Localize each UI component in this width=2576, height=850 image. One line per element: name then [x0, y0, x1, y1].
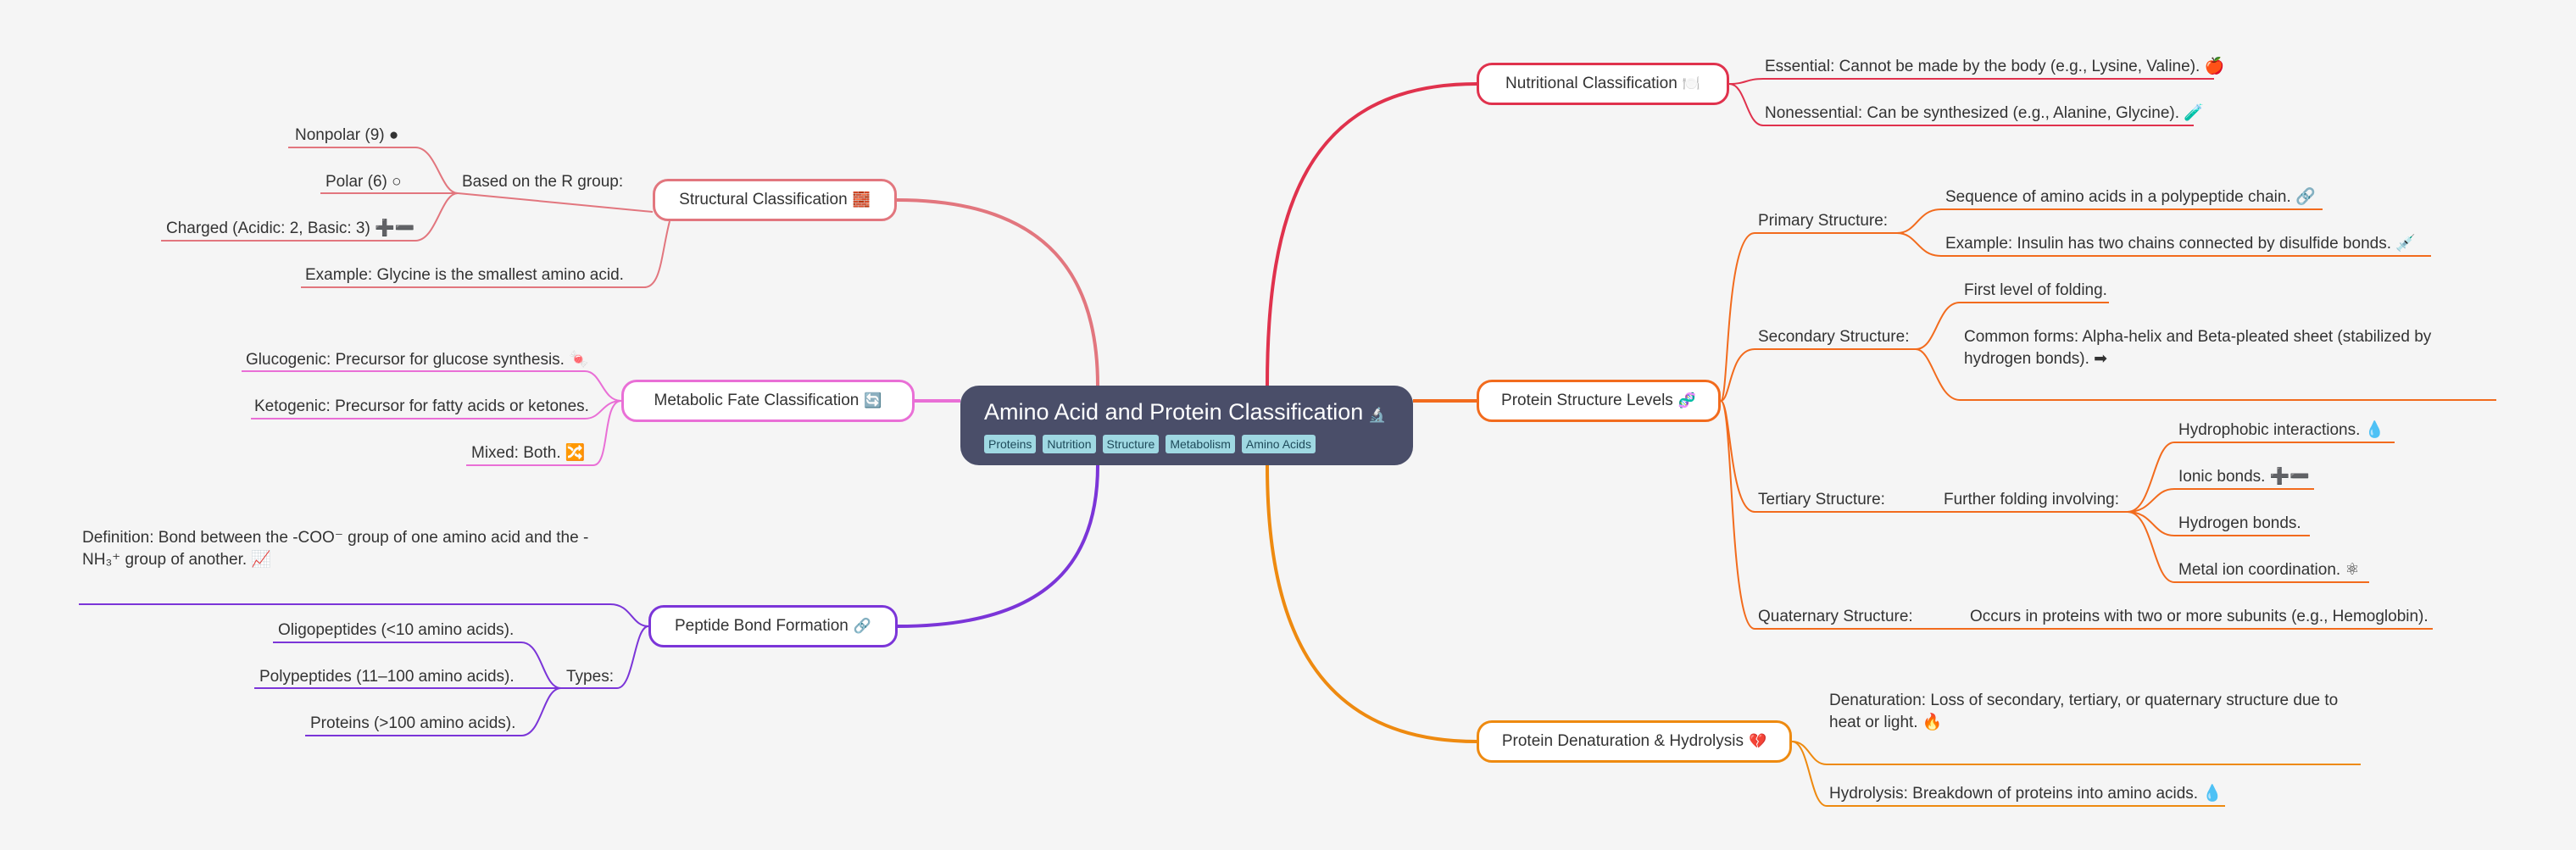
ketogenic-item: Ketogenic: Precursor for fatty acids or … — [254, 397, 589, 415]
nonessential-item: Nonessential: Can be synthesized (e.g., … — [1765, 104, 2204, 122]
link-secondary — [1720, 348, 1916, 402]
glucogenic-item: Glucogenic: Precursor for glucose synthe… — [246, 351, 589, 369]
proteins-item: Proteins (>100 amino acids). — [310, 714, 516, 732]
link-ionic — [2127, 488, 2314, 513]
tag[interactable]: Nutrition — [1043, 435, 1096, 453]
tag[interactable]: Structure — [1102, 435, 1160, 453]
oligopeptides-item: Oligopeptides (<10 amino acids). — [278, 621, 515, 639]
secondary-first-fold-item: First level of folding. — [1964, 281, 2107, 299]
peptide-bond-node[interactable]: Peptide Bond Formation 🔗 — [648, 605, 898, 647]
branch-line-denaturation — [1266, 464, 1477, 743]
hydrogen-bonds-item: Hydrogen bonds. — [2178, 514, 2301, 532]
broken-heart-icon: 💔 — [1748, 733, 1767, 750]
node-label: Peptide Bond Formation — [674, 617, 848, 635]
peptide-definition: Definition: Bond between the -COO⁻ group… — [82, 529, 589, 569]
node-label: Protein Denaturation & Hydrolysis — [1501, 732, 1744, 750]
link-primary-sequence — [1896, 208, 2323, 234]
quaternary-item: Occurs in proteins with two or more subu… — [1970, 608, 2429, 625]
r-group-nonpolar: Nonpolar (9) ● — [295, 126, 399, 144]
polypeptides-item: Polypeptides (11–100 amino acids). — [259, 668, 515, 686]
ionic-bonds-item: Ionic bonds. ➕➖ — [2178, 468, 2311, 486]
nutritional-classification-node[interactable]: Nutritional Classification 🍽️ — [1477, 63, 1729, 105]
primary-structure-label: Primary Structure: — [1758, 212, 1889, 230]
primary-sequence-item: Sequence of amino acids in a polypeptide… — [1945, 188, 2316, 206]
branch-line-peptide — [897, 464, 1099, 628]
node-label: Structural Classification — [679, 191, 848, 208]
structural-example: Example: Glycine is the smallest amino a… — [305, 266, 624, 284]
tertiary-sub-label: Further folding involving: — [1944, 491, 2119, 508]
peptide-types-label: Types: — [566, 668, 614, 686]
link-r-group — [415, 192, 654, 213]
branch-line-nutritional — [1266, 82, 1477, 386]
denaturation-hydrolysis-node[interactable]: Protein Denaturation & Hydrolysis💔 — [1477, 720, 1792, 763]
hydrophobic-item: Hydrophobic interactions. 💧 — [2178, 421, 2385, 439]
link-primary — [1720, 232, 1897, 402]
primary-example-item: Example: Insulin has two chains connecte… — [1945, 235, 2416, 253]
denaturation-item: Denaturation: Loss of secondary, tertiar… — [1829, 692, 2339, 731]
microscope-icon: 🔬 — [1368, 407, 1387, 424]
node-label: Metabolic Fate Classification — [654, 392, 860, 409]
tertiary-structure-label: Tertiary Structure: — [1758, 491, 1885, 508]
link-essential — [1728, 78, 2214, 85]
secondary-structure-label: Secondary Structure: — [1758, 328, 1910, 346]
essential-item: Essential: Cannot be made by the body (e… — [1765, 58, 2225, 75]
metal-ion-item: Metal ion coordination. ⚛ — [2178, 561, 2360, 579]
r-group-charged: Charged (Acidic: 2, Basic: 3) ➕➖ — [166, 219, 415, 237]
central-topic-title: Amino Acid and Protein Classification🔬 — [984, 399, 1387, 425]
node-label: Nutritional Classification — [1505, 75, 1677, 92]
structural-classification-node[interactable]: Structural Classification🧱 — [653, 179, 897, 221]
tag[interactable]: Metabolism — [1166, 435, 1235, 453]
hydrolysis-item: Hydrolysis: Breakdown of proteins into a… — [1829, 785, 2223, 803]
r-group-polar: Polar (6) ○ — [325, 173, 402, 191]
tag-list: Proteins Nutrition Structure Metabolism … — [984, 435, 1413, 453]
link-denaturation — [1791, 741, 2361, 765]
tag[interactable]: Amino Acids — [1241, 435, 1316, 453]
brick-icon: 🧱 — [852, 192, 871, 208]
plate-icon: 🍽️ — [1682, 75, 1700, 92]
tag[interactable]: Proteins — [984, 435, 1037, 453]
protein-structure-levels-node[interactable]: Protein Structure Levels🧬 — [1477, 380, 1721, 422]
central-topic[interactable]: Amino Acid and Protein Classification🔬 P… — [960, 386, 1413, 465]
mixed-item: Mixed: Both. 🔀 — [471, 444, 586, 462]
branch-line-structural — [896, 198, 1099, 386]
quaternary-structure-label: Quaternary Structure: — [1758, 608, 1913, 625]
arrows-cycle-icon: 🔄 — [864, 392, 882, 409]
secondary-common-forms-item: Common forms: Alpha-helix and Beta-pleat… — [1964, 328, 2432, 368]
metabolic-fate-node[interactable]: Metabolic Fate Classification🔄 — [621, 380, 915, 422]
r-group-label: Based on the R group: — [462, 173, 624, 191]
link-icon: 🔗 — [853, 618, 872, 635]
dna-icon: 🧬 — [1677, 392, 1696, 409]
node-label: Protein Structure Levels — [1501, 392, 1673, 409]
